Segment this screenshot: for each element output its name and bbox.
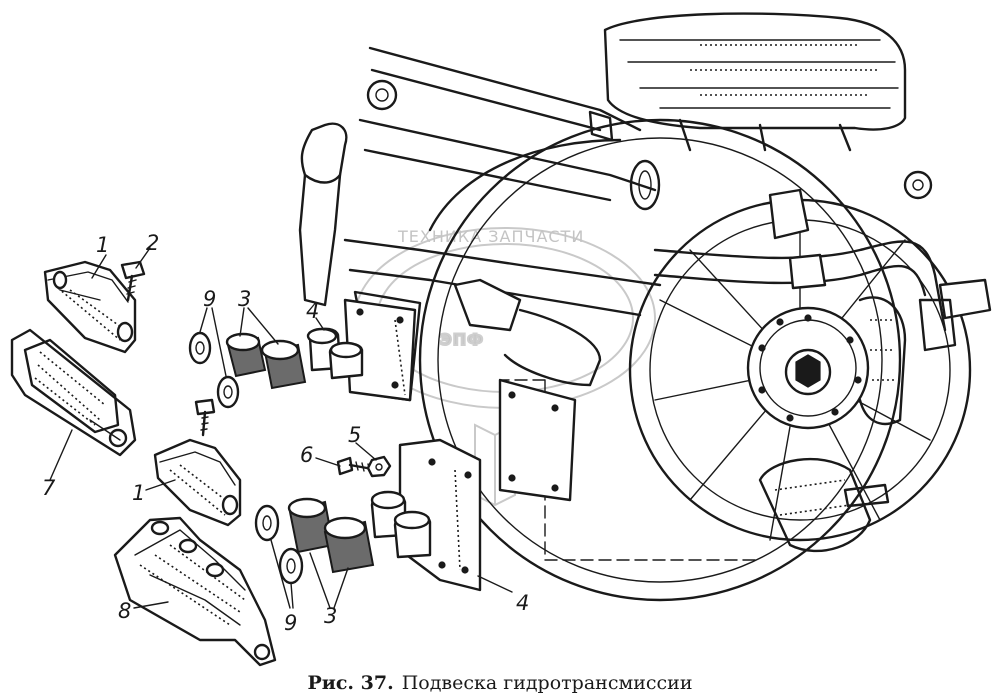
callout-3-lower: 3 bbox=[324, 604, 337, 628]
part-8-lower-mount bbox=[113, 516, 277, 667]
callout-9-lower: 9 bbox=[284, 611, 297, 635]
part-1-upper-clamp bbox=[43, 260, 137, 354]
part-9-washers-lower bbox=[254, 504, 304, 585]
part-1-lower-clamp bbox=[153, 438, 242, 527]
callout-8: 8 bbox=[118, 599, 131, 623]
callout-9-upper: 9 bbox=[203, 287, 216, 311]
figure-number: Рис. 37. bbox=[307, 672, 394, 694]
part-9-washers-upper bbox=[188, 331, 240, 409]
part-2-bolt-upper bbox=[120, 260, 146, 302]
part-4-bracket-upper bbox=[306, 298, 417, 402]
callout-3-upper: 3 bbox=[238, 287, 251, 311]
callout-7: 7 bbox=[42, 476, 56, 500]
callout-5: 5 bbox=[348, 423, 361, 447]
part-4-bracket-lower bbox=[370, 438, 482, 592]
bolt-lower-left bbox=[194, 398, 216, 437]
callout-6: 6 bbox=[300, 443, 313, 467]
callout-4-upper: 4 bbox=[306, 299, 319, 323]
part-3-bushings-upper bbox=[225, 332, 307, 390]
part-5-nut bbox=[366, 455, 392, 478]
callout-4-lower: 4 bbox=[516, 591, 529, 615]
callout-1-upper: 1 bbox=[96, 233, 109, 257]
transmission-assembly bbox=[298, 12, 992, 602]
figure-title: Подвеска гидротрансмиссии bbox=[401, 672, 693, 694]
callout-1-lower: 1 bbox=[132, 481, 145, 505]
leader-lines bbox=[49, 247, 513, 609]
part-7-housing-cover bbox=[10, 328, 137, 457]
figure-caption: Рис. 37. Подвеска гидротрансмиссии bbox=[0, 672, 1000, 694]
part-6-bolt bbox=[336, 456, 380, 476]
watermark-text: ТЕХНИКА ЗАПЧАСТИ bbox=[397, 227, 584, 246]
callout-2: 2 bbox=[146, 231, 159, 255]
callout-labels: 1 2 9 3 4 7 5 6 1 8 9 3 4 bbox=[42, 231, 529, 635]
watermark-logo: ЭПФ bbox=[440, 330, 484, 349]
part-3-bushings-lower bbox=[287, 497, 375, 574]
